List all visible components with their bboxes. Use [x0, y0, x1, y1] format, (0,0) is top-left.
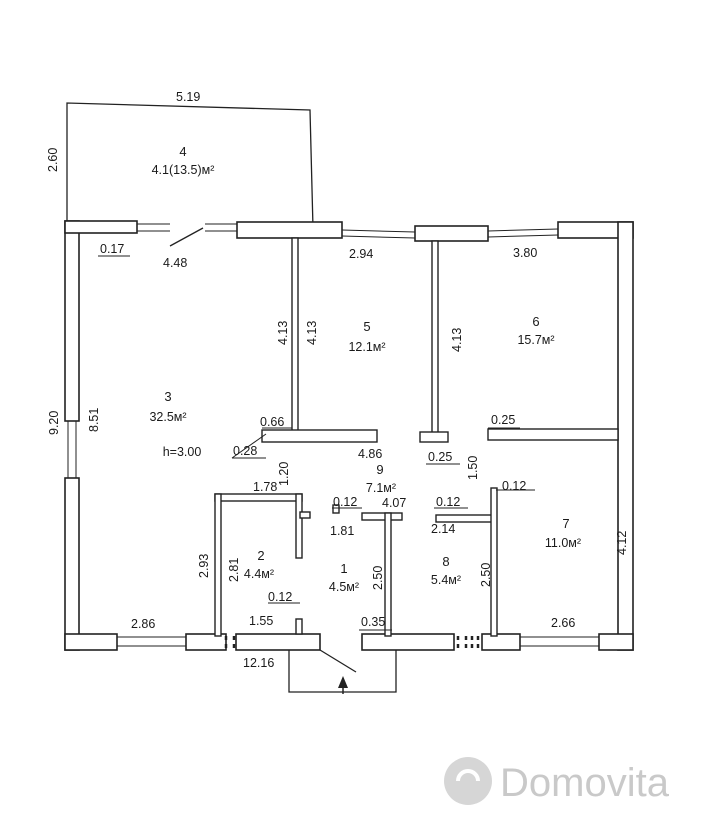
room-1-area: 4.5м² [329, 580, 359, 594]
terrace-outline [66, 102, 314, 229]
dim-286: 2.86 [131, 617, 155, 631]
room-3-height: h=3.00 [163, 445, 202, 459]
dim-025-a: 0.25 [491, 413, 515, 427]
dim-851: 8.51 [87, 408, 101, 432]
dim-181: 1.81 [330, 524, 354, 538]
door-openings [224, 636, 480, 650]
exterior-walls [64, 220, 634, 651]
windows [67, 223, 599, 647]
dim-155: 1.55 [249, 614, 273, 628]
room-7-number: 7 [562, 516, 569, 531]
room-3-number: 3 [164, 389, 171, 404]
dim-281: 2.81 [227, 558, 241, 582]
dim-294: 2.94 [349, 247, 373, 261]
dimension-labels: 5.19 2.60 0.17 4.48 2.94 3.80 4.13 4.13 … [46, 90, 629, 670]
room-9-number: 9 [376, 462, 383, 477]
door-swings [169, 227, 357, 673]
dim-025-b: 0.25 [428, 450, 452, 464]
dim-920: 9.20 [47, 411, 61, 435]
watermark-text: Domovita [500, 761, 670, 805]
room-8-number: 8 [442, 554, 449, 569]
dim-150: 1.50 [466, 456, 480, 480]
room-5-number: 5 [363, 319, 370, 334]
dim-413-a: 4.13 [276, 321, 290, 345]
dim-448: 4.48 [163, 256, 187, 270]
dim-035: 0.35 [361, 615, 385, 629]
watermark-logo-icon [444, 757, 492, 805]
room-4-area: 4.1(13.5)м² [152, 163, 215, 177]
room-9-area: 7.1м² [366, 481, 396, 495]
dim-214: 2.14 [431, 522, 455, 536]
dim-120: 1.20 [277, 462, 291, 486]
dim-028: 0.28 [233, 444, 257, 458]
dim-486: 4.86 [358, 447, 382, 461]
dim-412: 4.12 [615, 531, 629, 555]
dim-178: 1.78 [253, 480, 277, 494]
room-6-number: 6 [532, 314, 539, 329]
dim-413-c: 4.13 [450, 328, 464, 352]
dim-250-a: 2.50 [371, 566, 385, 590]
room-7-area: 11.0м² [545, 536, 581, 550]
room-2-number: 2 [257, 548, 264, 563]
entrance-arrow-icon [338, 676, 348, 688]
room-5-area: 12.1м² [348, 340, 385, 354]
watermark: Domovita [444, 757, 670, 805]
dimension-lines [98, 255, 535, 631]
dim-380: 3.80 [513, 246, 537, 260]
room-1-number: 1 [340, 561, 347, 576]
room-8-area: 5.4м² [431, 573, 461, 587]
dim-012-b: 0.12 [436, 495, 460, 509]
dim-293: 2.93 [197, 554, 211, 578]
room-2-area: 4.4м² [244, 567, 274, 581]
dim-407: 4.07 [382, 496, 406, 510]
dim-terrace-width: 5.19 [176, 90, 200, 104]
dim-012-d: 0.12 [268, 590, 292, 604]
room-6-area: 15.7м² [517, 333, 554, 347]
room-4-number: 4 [179, 144, 186, 159]
dim-terrace-depth: 2.60 [46, 148, 60, 172]
dim-1216: 12.16 [243, 656, 274, 670]
dim-012-c: 0.12 [502, 479, 526, 493]
interior-walls [214, 237, 619, 637]
dim-017: 0.17 [100, 242, 124, 256]
room-3-area: 32.5м² [149, 410, 186, 424]
dim-066: 0.66 [260, 415, 284, 429]
dim-413-b: 4.13 [305, 321, 319, 345]
dim-266: 2.66 [551, 616, 575, 630]
dim-250-b: 2.50 [479, 563, 493, 587]
room-labels: 4 4.1(13.5)м² 5 12.1м² 6 15.7м² 3 32.5м²… [149, 144, 581, 594]
dim-012-a: 0.12 [333, 495, 357, 509]
